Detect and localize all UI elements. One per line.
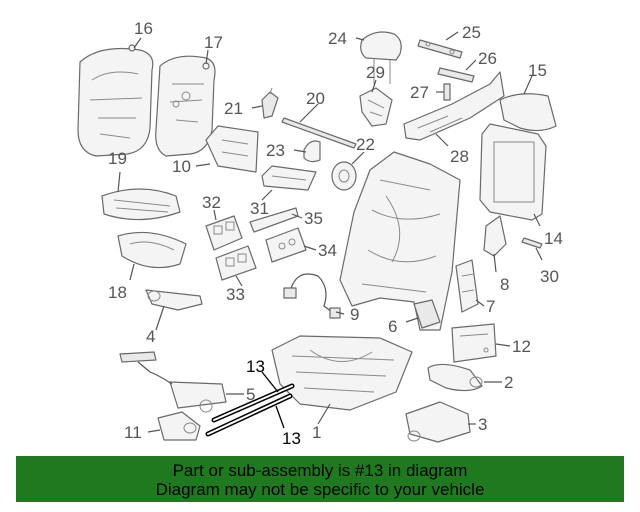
part-29-bracket-assembly[interactable] (359, 87, 393, 127)
part-25-bracket[interactable] (417, 39, 463, 59)
callout-28: 28 (450, 147, 469, 166)
callout-21: 21 (224, 99, 243, 118)
part-8-motor[interactable] (483, 215, 507, 257)
banner-line-2: Diagram may not be specific to your vehi… (155, 480, 485, 499)
part-9-cable[interactable] (283, 273, 341, 319)
callout-25: 25 (462, 23, 481, 42)
part-16-seatback-cover[interactable] (77, 44, 154, 157)
harness (119, 351, 157, 373)
part-28-hinge[interactable] (403, 71, 505, 141)
part-34-switch-panel[interactable] (265, 227, 307, 263)
info-banner: Part or sub-assembly is #13 in diagram D… (16, 456, 624, 502)
part-14-back-panel[interactable] (479, 123, 547, 221)
part-24-headrest[interactable] (360, 31, 402, 84)
callout-23: 23 (266, 141, 285, 160)
callout-30: 30 (540, 267, 559, 286)
callout-26: 26 (478, 49, 497, 68)
part-11-motor[interactable] (157, 411, 201, 441)
part-26-strap[interactable] (437, 67, 475, 83)
callout-22: 22 (356, 135, 375, 154)
callout-2: 2 (504, 373, 513, 392)
callout-32: 32 (202, 193, 221, 212)
callout-17: 17 (204, 33, 223, 52)
callout-27: 27 (410, 83, 429, 102)
callout-labels: 16 17 21 20 23 22 10 31 24 25 26 27 29 2… (108, 19, 563, 448)
callout-1: 1 (312, 423, 321, 442)
part-27-pin[interactable] (443, 83, 451, 101)
callout-5: 5 (246, 385, 255, 404)
banner-line-1: Part or sub-assembly is #13 in diagram (172, 461, 468, 480)
part-12-control-module[interactable] (451, 323, 497, 363)
part-20-rod[interactable] (281, 117, 357, 149)
part-2-motor[interactable] (427, 363, 483, 392)
part-3-motor[interactable] (405, 401, 471, 443)
callout-8: 8 (500, 275, 509, 294)
part-30-pin[interactable] (521, 237, 543, 249)
part-31-cover[interactable] (261, 165, 317, 191)
part-19-cushion-cover[interactable] (101, 188, 181, 221)
callout-34: 34 (318, 241, 337, 260)
part-6-frame-bracket[interactable] (413, 299, 441, 329)
part-23-knob[interactable] (303, 140, 321, 163)
part-18-cushion-pad[interactable] (117, 231, 187, 269)
callout-7: 7 (486, 297, 495, 316)
part-5-track[interactable] (149, 371, 227, 413)
callout-15: 15 (528, 61, 547, 80)
callout-19: 19 (108, 149, 127, 168)
callout-20: 20 (306, 89, 325, 108)
callout-4: 4 (146, 327, 155, 346)
part-4-handle[interactable] (145, 289, 203, 311)
seat-parts-diagram: 16 17 21 20 23 22 10 31 24 25 26 27 29 2… (77, 19, 563, 448)
part-1-seat-frame[interactable] (271, 335, 413, 411)
leader-lines (117, 31, 543, 433)
part-7-adjuster[interactable] (455, 259, 479, 313)
callout-3: 3 (478, 415, 487, 434)
part-13-trim-strips[interactable] (205, 383, 295, 437)
callout-6: 6 (388, 317, 397, 336)
callout-10: 10 (172, 157, 191, 176)
callout-33: 33 (226, 285, 245, 304)
callout-12: 12 (512, 337, 531, 356)
callout-18: 18 (108, 283, 127, 302)
callout-31: 31 (250, 199, 269, 218)
part-15-top-cover[interactable] (499, 93, 557, 132)
callout-35: 35 (304, 209, 323, 228)
part-21-lever[interactable] (261, 87, 279, 119)
callout-29: 29 (366, 63, 385, 82)
seatback-frame (339, 151, 461, 331)
part-32-switch[interactable] (205, 215, 243, 251)
callout-24: 24 (328, 29, 347, 48)
callout-16: 16 (134, 19, 153, 38)
callout-14: 14 (544, 229, 563, 248)
part-33-switch[interactable] (215, 245, 257, 281)
callout-13-lower: 13 (282, 429, 301, 448)
callout-13-upper: 13 (246, 357, 265, 376)
part-22-ring[interactable] (331, 161, 357, 191)
callout-9: 9 (350, 305, 359, 324)
part-10-panel[interactable] (205, 125, 259, 173)
callout-11: 11 (124, 423, 142, 442)
part-17-seatback-pad[interactable] (155, 55, 216, 157)
